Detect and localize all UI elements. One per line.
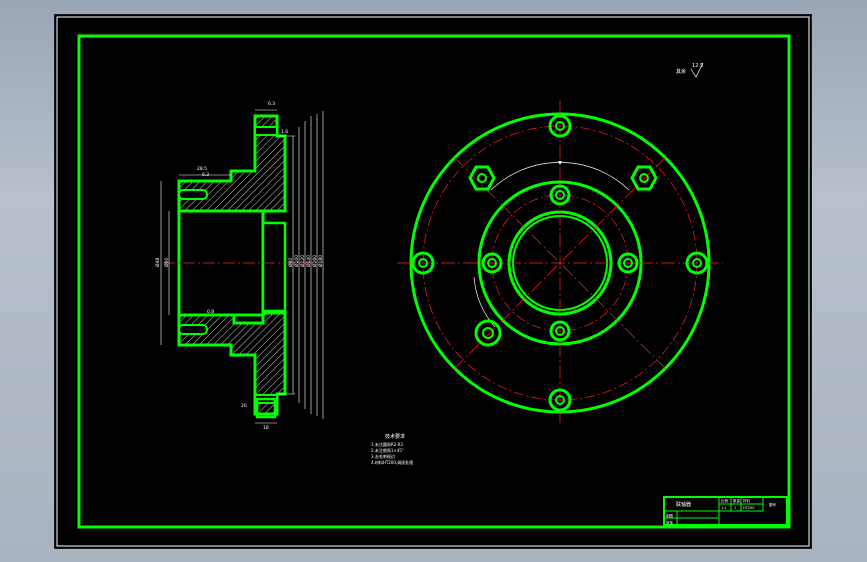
- title-part-name: 联轴器: [676, 501, 691, 508]
- inner-bolt-left: [481, 252, 503, 274]
- title-cell-scale: 比例: [721, 498, 729, 503]
- svg-text:6.3: 6.3: [202, 172, 209, 178]
- svg-text:28.5: 28.5: [197, 166, 207, 172]
- title-checked-by: 审核: [666, 520, 674, 525]
- angle-arc-left: [473, 276, 496, 328]
- svg-text:0.8: 0.8: [207, 309, 214, 315]
- svg-text:Ø120: Ø120: [299, 255, 306, 267]
- svg-text:其余: 其余: [676, 68, 686, 75]
- title-cell-qty: 数量: [733, 498, 741, 503]
- roughness-symbol: 其余 12.5: [676, 62, 704, 78]
- tech-req-line-1: 1.未注圆角R2-R3: [371, 441, 403, 447]
- section-dimension-texts: 6.3 1.6 28.5 6.3 0.8 Ø48 Ø60 Ø80 Ø100 Ø1…: [154, 101, 324, 431]
- title-value-qty: 1: [734, 506, 736, 510]
- drawing-border: [77, 34, 791, 529]
- inner-bolt-right: [617, 252, 639, 274]
- title-value-material: HT200: [743, 506, 754, 510]
- svg-text:Ø60: Ø60: [163, 258, 170, 267]
- tech-req-line-3: 3.去毛刺锐边: [371, 453, 395, 459]
- hex-nut-upper-left: [468, 165, 496, 191]
- recess-outline: [261, 221, 287, 313]
- svg-text:1.6: 1.6: [281, 129, 288, 135]
- title-value-scale: 1:1: [721, 506, 727, 510]
- tech-req-line-4: 4.材料HT200,调质处理: [371, 459, 413, 465]
- outer-bolt-top: [548, 114, 572, 138]
- title-cell-number: 图号: [769, 502, 777, 507]
- hex-nut-upper-right: [630, 165, 658, 191]
- tech-requirements: 技术要求 1.未注圆角R2-R3 2.未注倒角1×45° 3.去毛刺锐边 4.材…: [371, 433, 413, 465]
- angle-arrow: [558, 161, 562, 165]
- front-view: [397, 101, 723, 425]
- keyway-bottom: [178, 324, 208, 335]
- keyway-top: [178, 189, 208, 200]
- tech-requirements-title: 技术要求: [385, 433, 405, 440]
- svg-text:6.3: 6.3: [268, 101, 275, 107]
- svg-text:Ø140: Ø140: [305, 255, 312, 267]
- section-hatch-bottom: [179, 313, 285, 414]
- bolt-lower-left: [474, 319, 502, 347]
- tech-req-line-2: 2.未注倒角1×45°: [371, 447, 404, 453]
- cad-drawing: 其余 12.5: [56, 16, 810, 547]
- section-view: 6.3 1.6 28.5 6.3 0.8 Ø48 Ø60 Ø80 Ø100 Ø1…: [154, 101, 324, 431]
- svg-text:12.5: 12.5: [692, 63, 703, 69]
- title-block: 联轴器 比例 数量 材料 图号 1:1 1 HT200 制图 审核: [663, 496, 788, 526]
- inner-bolt-top: [549, 184, 571, 206]
- outer-bolt-left: [411, 251, 435, 275]
- flange-hole-top: [254, 126, 278, 136]
- svg-text:20: 20: [241, 403, 247, 409]
- sheet-outline: [56, 16, 810, 547]
- svg-text:Ø160: Ø160: [311, 255, 318, 267]
- outer-bolt-right: [685, 251, 709, 275]
- front-diagonal-centerline-b: [453, 156, 667, 370]
- svg-text:Ø80: Ø80: [287, 258, 294, 267]
- svg-text:18: 18: [263, 425, 269, 431]
- title-drawn-by: 制图: [666, 513, 674, 518]
- outer-bolt-bottom: [548, 388, 572, 412]
- svg-text:Ø48: Ø48: [154, 258, 161, 267]
- title-cell-material: 材料: [743, 498, 751, 503]
- section-dimension-lines: [160, 109, 324, 424]
- inner-bolt-bottom: [549, 320, 571, 342]
- svg-text:Ø100: Ø100: [293, 255, 300, 267]
- cad-viewport[interactable]: 其余 12.5: [54, 14, 812, 549]
- bottom-tab: [255, 397, 277, 419]
- svg-text:Ø180: Ø180: [317, 255, 324, 267]
